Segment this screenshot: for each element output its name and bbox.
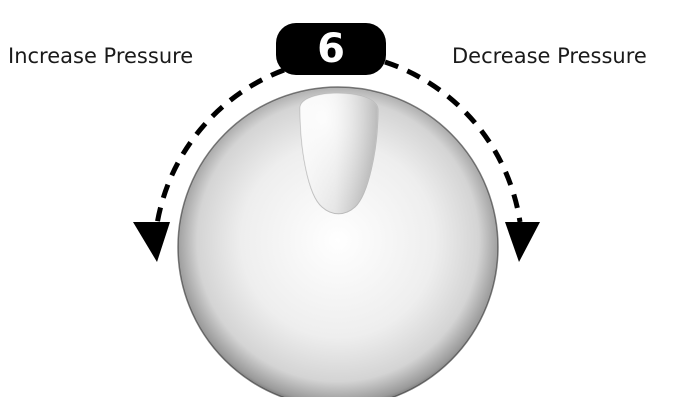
setting-badge: 6: [276, 23, 386, 75]
decrease-arrowhead-icon: [505, 222, 540, 262]
increase-pressure-label: Increase Pressure: [8, 44, 193, 68]
increase-arrowhead-icon: [133, 222, 170, 262]
decrease-pressure-label: Decrease Pressure: [452, 44, 647, 68]
setting-value: 6: [276, 23, 386, 75]
